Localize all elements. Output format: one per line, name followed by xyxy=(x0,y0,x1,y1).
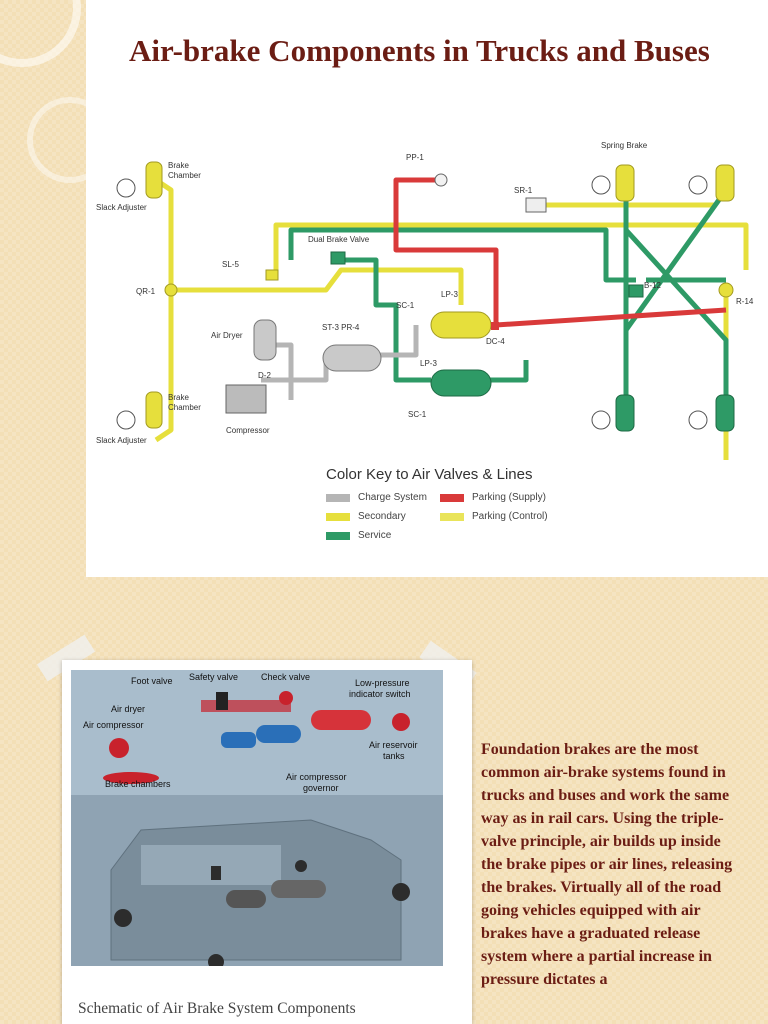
key-item-secondary: Secondary xyxy=(326,511,406,522)
page-title: Air-brake Components in Trucks and Buses xyxy=(129,33,710,68)
label-brake-chamber-top: Brake xyxy=(168,161,189,170)
label-lp3-bottom: LP-3 xyxy=(420,359,437,368)
label-governor-1: Air compressor xyxy=(286,772,347,782)
label-governor-2: governor xyxy=(303,783,339,793)
label-d2: D-2 xyxy=(258,371,271,380)
key-label: Secondary xyxy=(358,511,406,522)
body-paragraph: Foundation brakes are the most common ai… xyxy=(481,741,733,988)
label-check-valve: Check valve xyxy=(261,672,310,682)
label-lp3-top: LP-3 xyxy=(441,290,458,299)
key-label: Parking (Control) xyxy=(472,511,548,522)
air-tanks xyxy=(225,311,492,414)
label-st3-pr4: ST-3 PR-4 xyxy=(322,323,360,332)
diagram-slide: Air-brake Components in Trucks and Buses xyxy=(86,0,768,577)
service-lines xyxy=(288,188,729,410)
swatch-secondary xyxy=(326,512,350,521)
label-dc4: DC-4 xyxy=(486,337,505,346)
label-sc1-bottom: SC-1 xyxy=(408,410,427,419)
color-key-title: Color Key to Air Valves & Lines xyxy=(326,466,533,483)
key-item-charge: Charge System xyxy=(326,492,427,503)
decorative-circles xyxy=(0,0,90,183)
photo-caption: Schematic of Air Brake System Components xyxy=(78,1000,356,1017)
label-sl5: SL-5 xyxy=(222,260,239,269)
label-safety-valve: Safety valve xyxy=(189,672,238,682)
air-brake-diagram: Brake Chamber Slack Adjuster QR-1 Brake … xyxy=(96,141,754,460)
label-low-pressure-1: Low-pressure xyxy=(355,678,410,688)
key-label: Parking (Supply) xyxy=(472,492,546,503)
label-air-reservoir-1: Air reservoir xyxy=(369,740,418,750)
parking-supply-lines xyxy=(393,177,727,328)
swatch-parking-control xyxy=(440,512,464,521)
valves xyxy=(164,173,734,330)
color-key: Color Key to Air Valves & Lines Charge S… xyxy=(326,466,626,556)
photo-card: Foot valve Safety valve Check valve Low-… xyxy=(62,660,472,1024)
label-qr1: QR-1 xyxy=(136,287,156,296)
label-compressor: Compressor xyxy=(226,426,270,435)
label-brake-chambers: Brake chambers xyxy=(105,779,171,789)
label-slack-adjuster-top: Slack Adjuster xyxy=(96,203,147,212)
label-r14: R-14 xyxy=(736,297,754,306)
key-label: Charge System xyxy=(358,492,427,503)
label-brake-chamber-bottom: Brake xyxy=(168,393,189,402)
label-spring-brake: Spring Brake xyxy=(601,141,648,150)
label-air-dryer: Air Dryer xyxy=(211,331,243,340)
label-sr1: SR-1 xyxy=(514,186,533,195)
key-item-parking-supply: Parking (Supply) xyxy=(440,492,546,503)
label-slack-adjuster-bottom: Slack Adjuster xyxy=(96,436,147,445)
right-brake-chambers xyxy=(591,164,735,432)
left-brake-chambers xyxy=(116,161,163,430)
key-item-service: Service xyxy=(326,530,391,541)
air-brake-illustration: Foot valve Safety valve Check valve Low-… xyxy=(71,670,443,966)
label-b12: B-12 xyxy=(644,281,661,290)
label-brake-chamber-top-2: Chamber xyxy=(168,171,201,180)
label-foot-valve: Foot valve xyxy=(131,676,173,686)
label-air-reservoir-2: tanks xyxy=(383,751,405,761)
label-air-dryer: Air dryer xyxy=(111,704,145,714)
label-pp1: PP-1 xyxy=(406,153,424,162)
swatch-parking-supply xyxy=(440,493,464,502)
key-item-parking-control: Parking (Control) xyxy=(440,511,548,522)
label-brake-chamber-bottom-2: Chamber xyxy=(168,403,201,412)
key-label: Service xyxy=(358,530,392,541)
swatch-charge xyxy=(326,493,350,502)
top-components xyxy=(103,691,410,784)
label-low-pressure-2: indicator switch xyxy=(349,689,411,699)
label-dual-brake-valve: Dual Brake Valve xyxy=(308,235,370,244)
label-air-compressor: Air compressor xyxy=(83,720,144,730)
bottom-components xyxy=(114,860,410,966)
swatch-service xyxy=(326,531,350,540)
label-sc1-top: SC-1 xyxy=(396,301,415,310)
